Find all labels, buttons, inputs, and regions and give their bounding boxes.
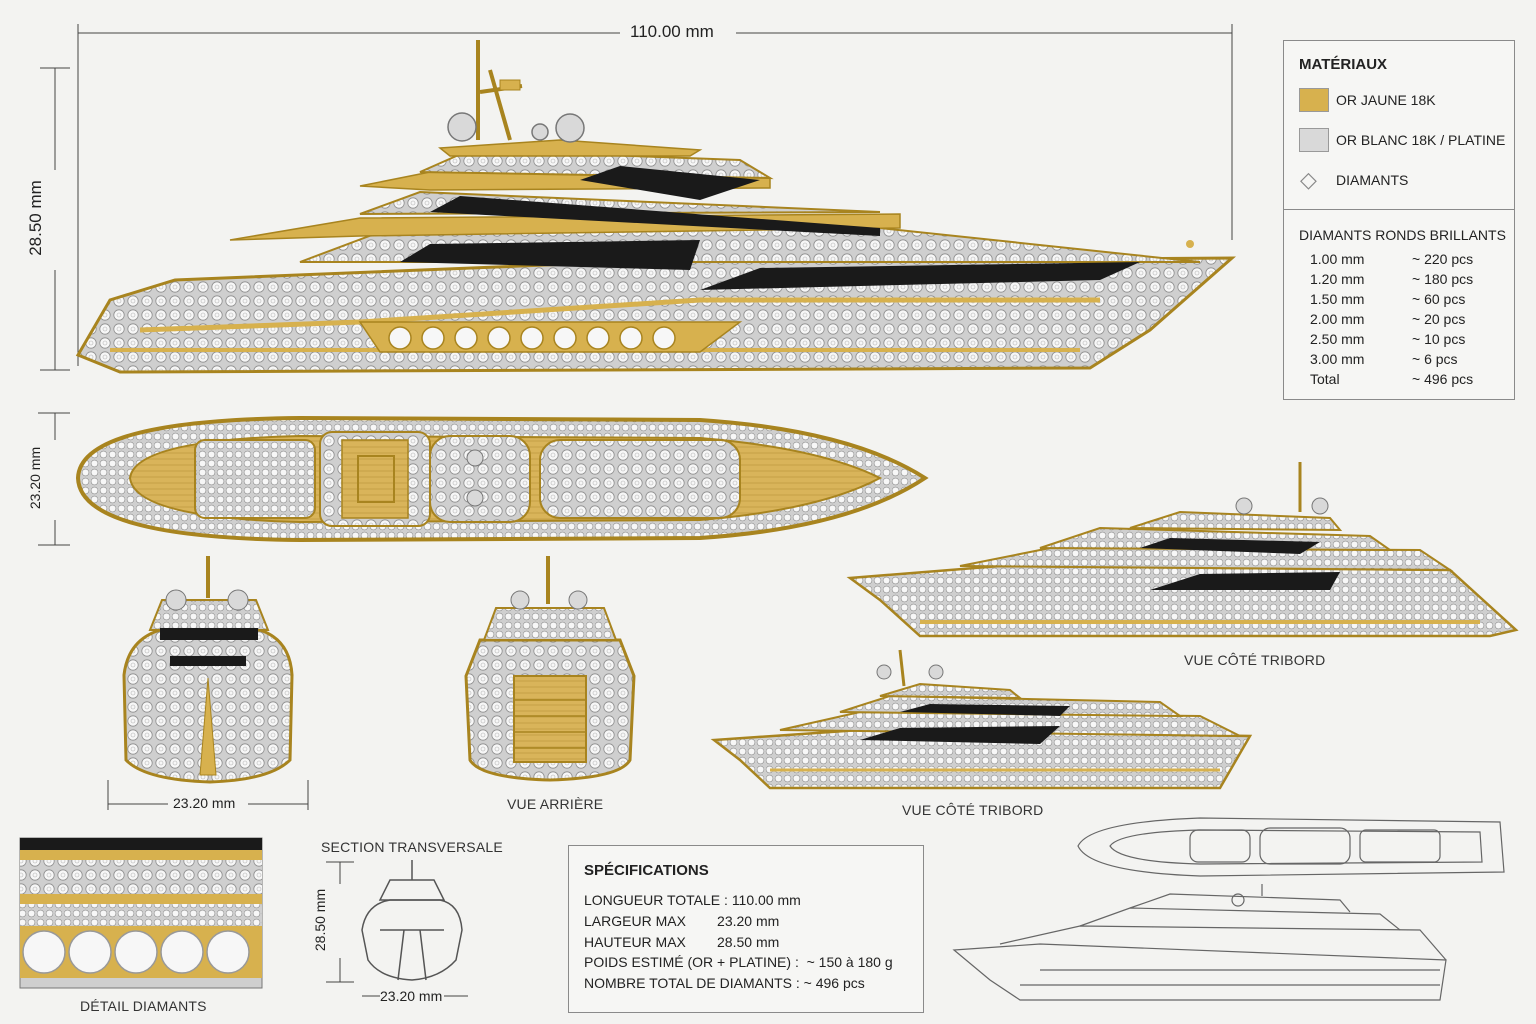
spec-line: POIDS ESTIMÉ (OR + PLATINE) : ~ 150 à 18… [584,954,893,970]
radar-domes [447,112,585,143]
diamond-count: ~ 10 pcs [1412,331,1466,347]
material-gold: OR JAUNE 18K [1336,92,1436,108]
panel-divider [1284,209,1514,210]
platinum-swatch [1299,128,1329,152]
spec-line: NOMBRE TOTAL DE DIAMANTS : ~ 496 pcs [584,975,865,991]
starboard-view-label-2: VUE CÔTÉ TRIBORD [902,802,1044,818]
diamond-size: 1.00 mm [1310,251,1365,267]
diamond-size: 1.20 mm [1310,271,1365,287]
materials-panel: MATÉRIAUX OR JAUNE 18K OR BLANC 18K / PL… [1283,40,1515,400]
diamond-total-count: ~ 496 pcs [1412,371,1474,387]
diamond-size: 2.50 mm [1310,331,1365,347]
section-height-label: 28.50 mm [312,888,329,952]
diamond-count: ~ 20 pcs [1412,311,1466,327]
rear-view-label: VUE ARRIÈRE [507,796,604,812]
width-front-dimension-label: 23.20 mm [173,795,236,811]
starboard-view-label-1: VUE CÔTÉ TRIBORD [1184,652,1326,668]
width-top-dimension-label: 23.20 mm [27,446,44,510]
diamond-icon: ◇ [1300,167,1317,192]
diamonds-title: DIAMANTS RONDS BRILLANTS [1299,227,1506,243]
diamond-size: 1.50 mm [1310,291,1365,307]
diamond-count: ~ 6 pcs [1412,351,1458,367]
yacht-starboard-view-1 [846,462,1519,638]
line-art-top-view [1077,817,1505,877]
height-dimension-line [40,67,70,371]
material-diamonds: DIAMANTS [1336,172,1409,188]
diamond-size: 2.00 mm [1310,311,1365,327]
section-width-label: 23.20 mm [380,988,443,1004]
cross-section-label: SECTION TRANSVERSALE [321,839,503,855]
diamond-count: ~ 220 pcs [1412,251,1474,267]
spec-line: LARGEUR MAX 23.20 mm [584,913,780,929]
diamond-size: 3.00 mm [1310,351,1365,367]
length-dimension-label: 110.00 mm [630,22,714,41]
spec-line: HAUTEUR MAX 28.50 mm [584,934,780,950]
line-art-side-view [952,884,1447,1001]
yacht-starboard-view-2 [710,649,1253,790]
height-dimension-label: 28.50 mm [25,180,45,256]
materials-title: MATÉRIAUX [1299,56,1388,73]
length-dimension-line [77,24,1233,366]
diamond-total-label: Total [1310,371,1340,387]
yacht-front-view [107,556,309,810]
specifications-panel: SPÉCIFICATIONS LONGUEUR TOTALE : 110.00 … [568,845,924,1013]
diamond-count: ~ 180 pcs [1412,271,1474,287]
hull-portholes [388,326,676,350]
spec-line: LONGUEUR TOTALE : 110.00 mm [584,892,801,908]
cross-section-drawing [326,860,468,997]
yacht-side-view-main [75,40,1237,374]
yacht-top-view [38,412,929,546]
yacht-rear-view [464,556,636,782]
gold-swatch [1299,88,1329,112]
diamond-count: ~ 60 pcs [1412,291,1466,307]
diamond-detail-label: DÉTAIL DIAMANTS [80,998,207,1014]
specs-title: SPÉCIFICATIONS [584,862,709,879]
diamond-detail-image [19,837,263,989]
material-platinum: OR BLANC 18K / PLATINE [1336,132,1506,148]
